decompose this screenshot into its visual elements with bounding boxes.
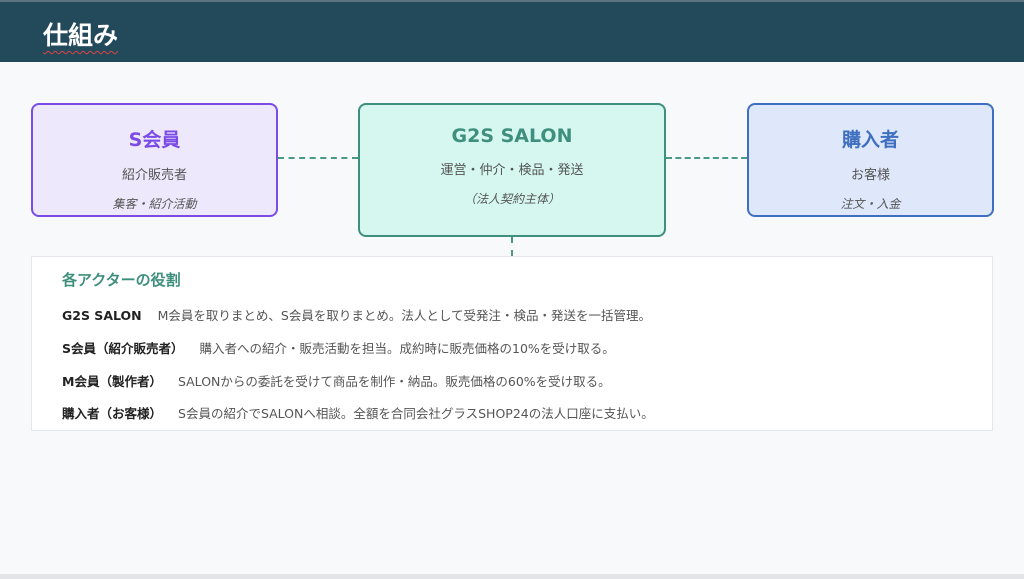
actor-name: S会員	[128, 129, 181, 151]
header: 仕組み	[0, 0, 1024, 62]
actor-note: 集客・紹介活動	[112, 197, 197, 211]
role-label: 購入者（お客様）	[62, 406, 163, 421]
connector-line	[666, 157, 747, 159]
footer-bar	[0, 574, 1024, 579]
role-label: M会員（製作者）	[62, 374, 162, 389]
actor-box-g2s-salon: G2S SALON 運営・仲介・検品・発送 （法人契約主体）	[358, 103, 666, 237]
roles-panel: 各アクターの役割 G2S SALON M会員を取りまとめ、S会員を取りまとめ。法人…	[31, 256, 993, 431]
connector-line	[511, 237, 513, 256]
actor-note: （法人契約主体）	[463, 192, 560, 206]
actor-name: 購入者	[841, 129, 899, 151]
role-row: 購入者（お客様） S会員の紹介でSALONへ相談。全額を合同会社グラスSHOP24…	[62, 403, 654, 422]
role-label: G2S SALON	[62, 308, 142, 323]
actor-role: 紹介販売者	[121, 168, 187, 183]
actor-box-buyer: 購入者 お客様 注文・入金	[747, 103, 994, 217]
role-row: S会員（紹介販売者） 購入者への紹介・販売活動を担当。成約時に販売価格の10%を受…	[62, 338, 615, 357]
page-title: 仕組み	[43, 21, 119, 50]
roles-heading: 各アクターの役割	[62, 271, 181, 289]
role-row: M会員（製作者） SALONからの委託を受けて商品を制作・納品。販売価格の60%を…	[62, 371, 611, 390]
role-row: G2S SALON M会員を取りまとめ、S会員を取りまとめ。法人として受発注・検品…	[62, 305, 651, 324]
actor-role: 運営・仲介・検品・発送	[440, 163, 584, 178]
role-desc: S会員の紹介でSALONへ相談。全額を合同会社グラスSHOP24の法人口座に支払…	[178, 406, 654, 421]
connector-line	[278, 157, 358, 159]
role-desc: M会員を取りまとめ、S会員を取りまとめ。法人として受発注・検品・発送を一括管理。	[157, 308, 651, 323]
actor-box-s-member: S会員 紹介販売者 集客・紹介活動	[31, 103, 278, 217]
actor-name: G2S SALON	[451, 125, 573, 147]
role-desc: 購入者への紹介・販売活動を担当。成約時に販売価格の10%を受け取る。	[199, 341, 615, 356]
role-desc: SALONからの委託を受けて商品を制作・納品。販売価格の60%を受け取る。	[177, 374, 611, 389]
role-label: S会員（紹介販売者）	[62, 341, 184, 356]
actor-role: お客様	[850, 168, 890, 183]
actor-note: 注文・入金	[840, 197, 901, 211]
